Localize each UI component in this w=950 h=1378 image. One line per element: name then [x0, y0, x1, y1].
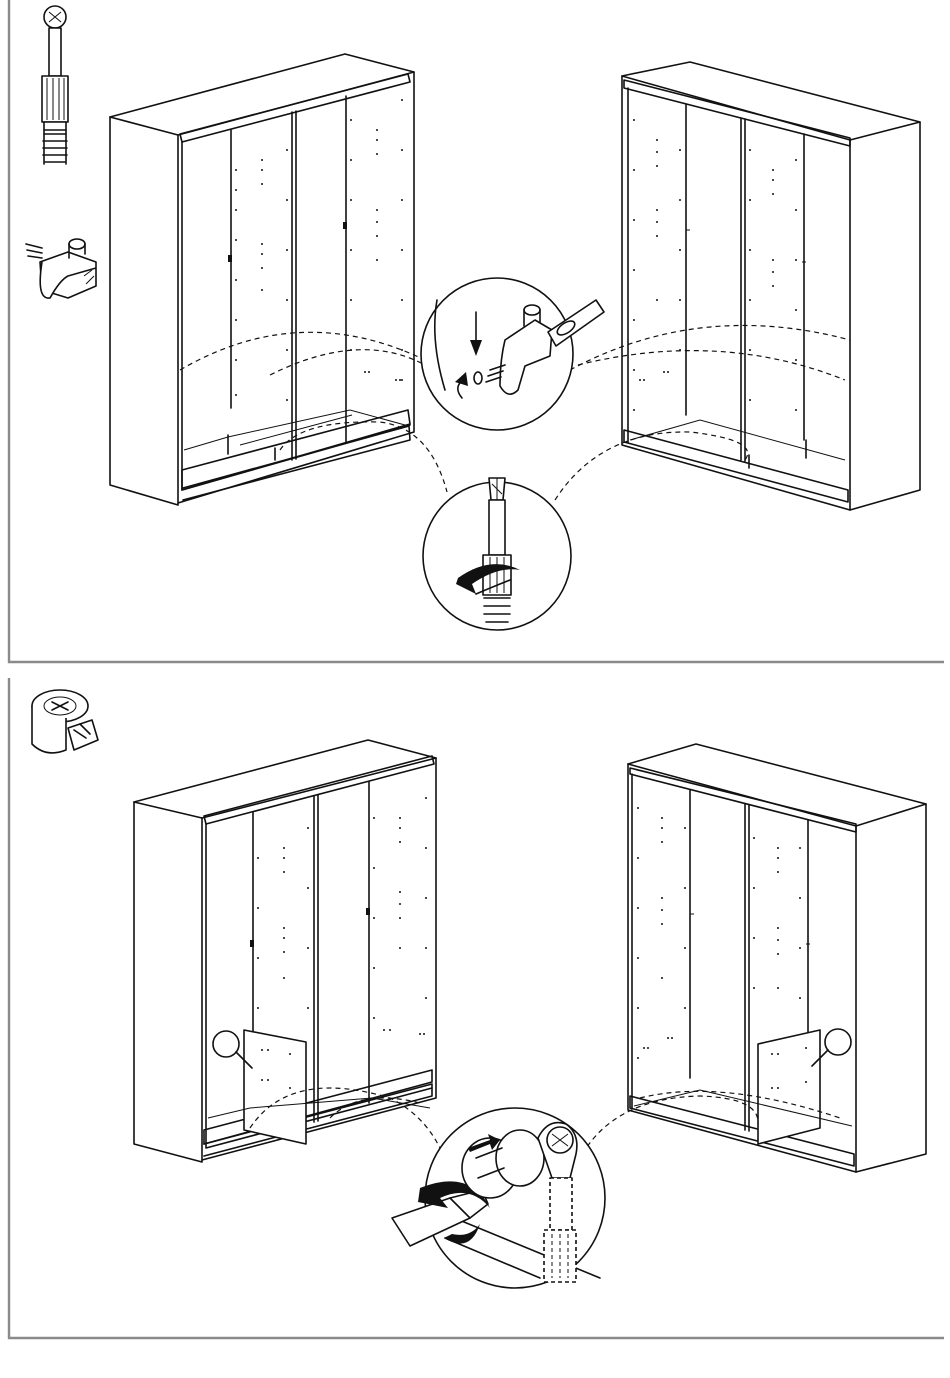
- right-wardrobe-with-panel: [628, 744, 926, 1172]
- cam-bolt-icon: [42, 6, 68, 164]
- assembly-step-bottom: [0, 678, 946, 1342]
- callout-arc: [180, 332, 425, 370]
- assembly-step-top: [0, 0, 946, 664]
- door-stop-clip-icon: [26, 239, 96, 298]
- left-wardrobe-front-view: [110, 54, 414, 505]
- assembly-step-top-drawing: [0, 0, 946, 664]
- screw-cam-bolt-detail: [423, 478, 571, 630]
- left-side-panel: [244, 1030, 306, 1144]
- tighten-cam-lock-detail: [392, 1108, 605, 1288]
- panel-callout-circle: [213, 1031, 239, 1057]
- assembly-step-bottom-drawing: [0, 678, 946, 1342]
- right-side-panel: [758, 1030, 820, 1144]
- insert-door-stop-detail: [421, 278, 604, 430]
- panel-callout-circle-right: [825, 1029, 851, 1055]
- right-wardrobe-front-view: [622, 62, 920, 510]
- cam-lock-icon: [32, 690, 98, 753]
